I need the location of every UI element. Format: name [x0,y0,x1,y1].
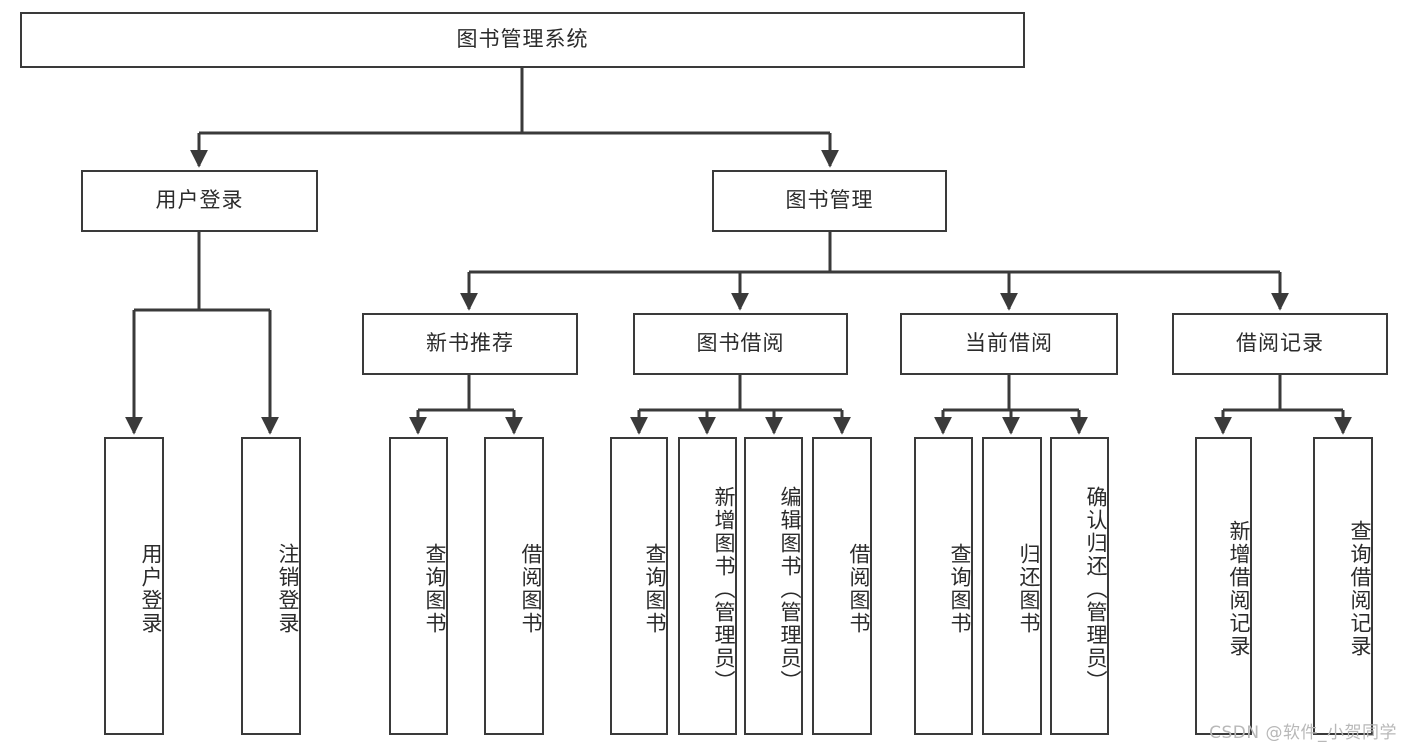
node-leaf-book-borrow-add[interactable]: 新增图书（管理员） [678,437,737,735]
node-leaf-label: 查询图书 [423,543,447,635]
node-leaf-label: 编辑图书（管理员） [778,485,802,693]
node-borrow-record[interactable]: 借阅记录 [1172,313,1388,375]
node-leaf-user-login-logout[interactable]: 注销登录 [241,437,301,735]
node-leaf-label: 借阅图书 [847,543,871,635]
node-leaf-label: 查询图书 [948,543,972,635]
node-user-login-label: 用户登录 [155,188,244,213]
node-leaf-label: 新增借阅记录 [1227,520,1251,658]
node-leaf-label: 归还图书 [1017,543,1041,635]
node-leaf-new-book-borrow[interactable]: 借阅图书 [484,437,544,735]
node-root-system[interactable]: 图书管理系统 [20,12,1025,68]
node-new-book-recommend-label: 新书推荐 [426,331,514,356]
node-borrow-record-label: 借阅记录 [1236,331,1324,356]
node-leaf-book-borrow-edit[interactable]: 编辑图书（管理员） [744,437,803,735]
node-leaf-label: 用户登录 [139,543,163,635]
node-book-manage[interactable]: 图书管理 [712,170,947,232]
node-leaf-current-borrow-confirm[interactable]: 确认归还（管理员） [1050,437,1109,735]
node-leaf-label: 注销登录 [276,543,300,635]
node-book-borrow-label: 图书借阅 [696,331,785,356]
node-user-login[interactable]: 用户登录 [81,170,318,232]
node-current-borrow-label: 当前借阅 [965,331,1053,356]
node-current-borrow[interactable]: 当前借阅 [900,313,1118,375]
node-leaf-label: 新增图书（管理员） [712,485,736,693]
node-leaf-book-borrow-borrow[interactable]: 借阅图书 [812,437,872,735]
node-leaf-label: 借阅图书 [519,543,543,635]
node-leaf-borrow-record-query[interactable]: 查询借阅记录 [1313,437,1373,735]
watermark-text: CSDN @软件_小贺同学 [1209,723,1397,743]
node-leaf-user-login-login[interactable]: 用户登录 [104,437,164,735]
node-leaf-new-book-query[interactable]: 查询图书 [389,437,448,735]
node-leaf-label: 查询借阅记录 [1348,520,1372,658]
node-new-book-recommend[interactable]: 新书推荐 [362,313,578,375]
node-book-manage-label: 图书管理 [785,188,874,213]
node-leaf-current-borrow-return[interactable]: 归还图书 [982,437,1042,735]
node-book-borrow[interactable]: 图书借阅 [633,313,848,375]
node-leaf-book-borrow-query[interactable]: 查询图书 [610,437,668,735]
node-root-system-label: 图书管理系统 [456,27,589,52]
node-leaf-current-borrow-query[interactable]: 查询图书 [914,437,973,735]
node-leaf-label: 确认归还（管理员） [1084,485,1108,693]
node-leaf-borrow-record-add[interactable]: 新增借阅记录 [1195,437,1252,735]
node-leaf-label: 查询图书 [643,543,667,635]
